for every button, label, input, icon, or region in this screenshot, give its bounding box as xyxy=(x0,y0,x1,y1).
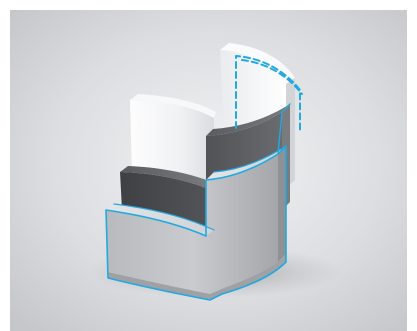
illustration-frame xyxy=(10,10,407,331)
outer-panel-right-edge xyxy=(278,146,286,262)
layered-wall-illustration xyxy=(10,10,407,331)
